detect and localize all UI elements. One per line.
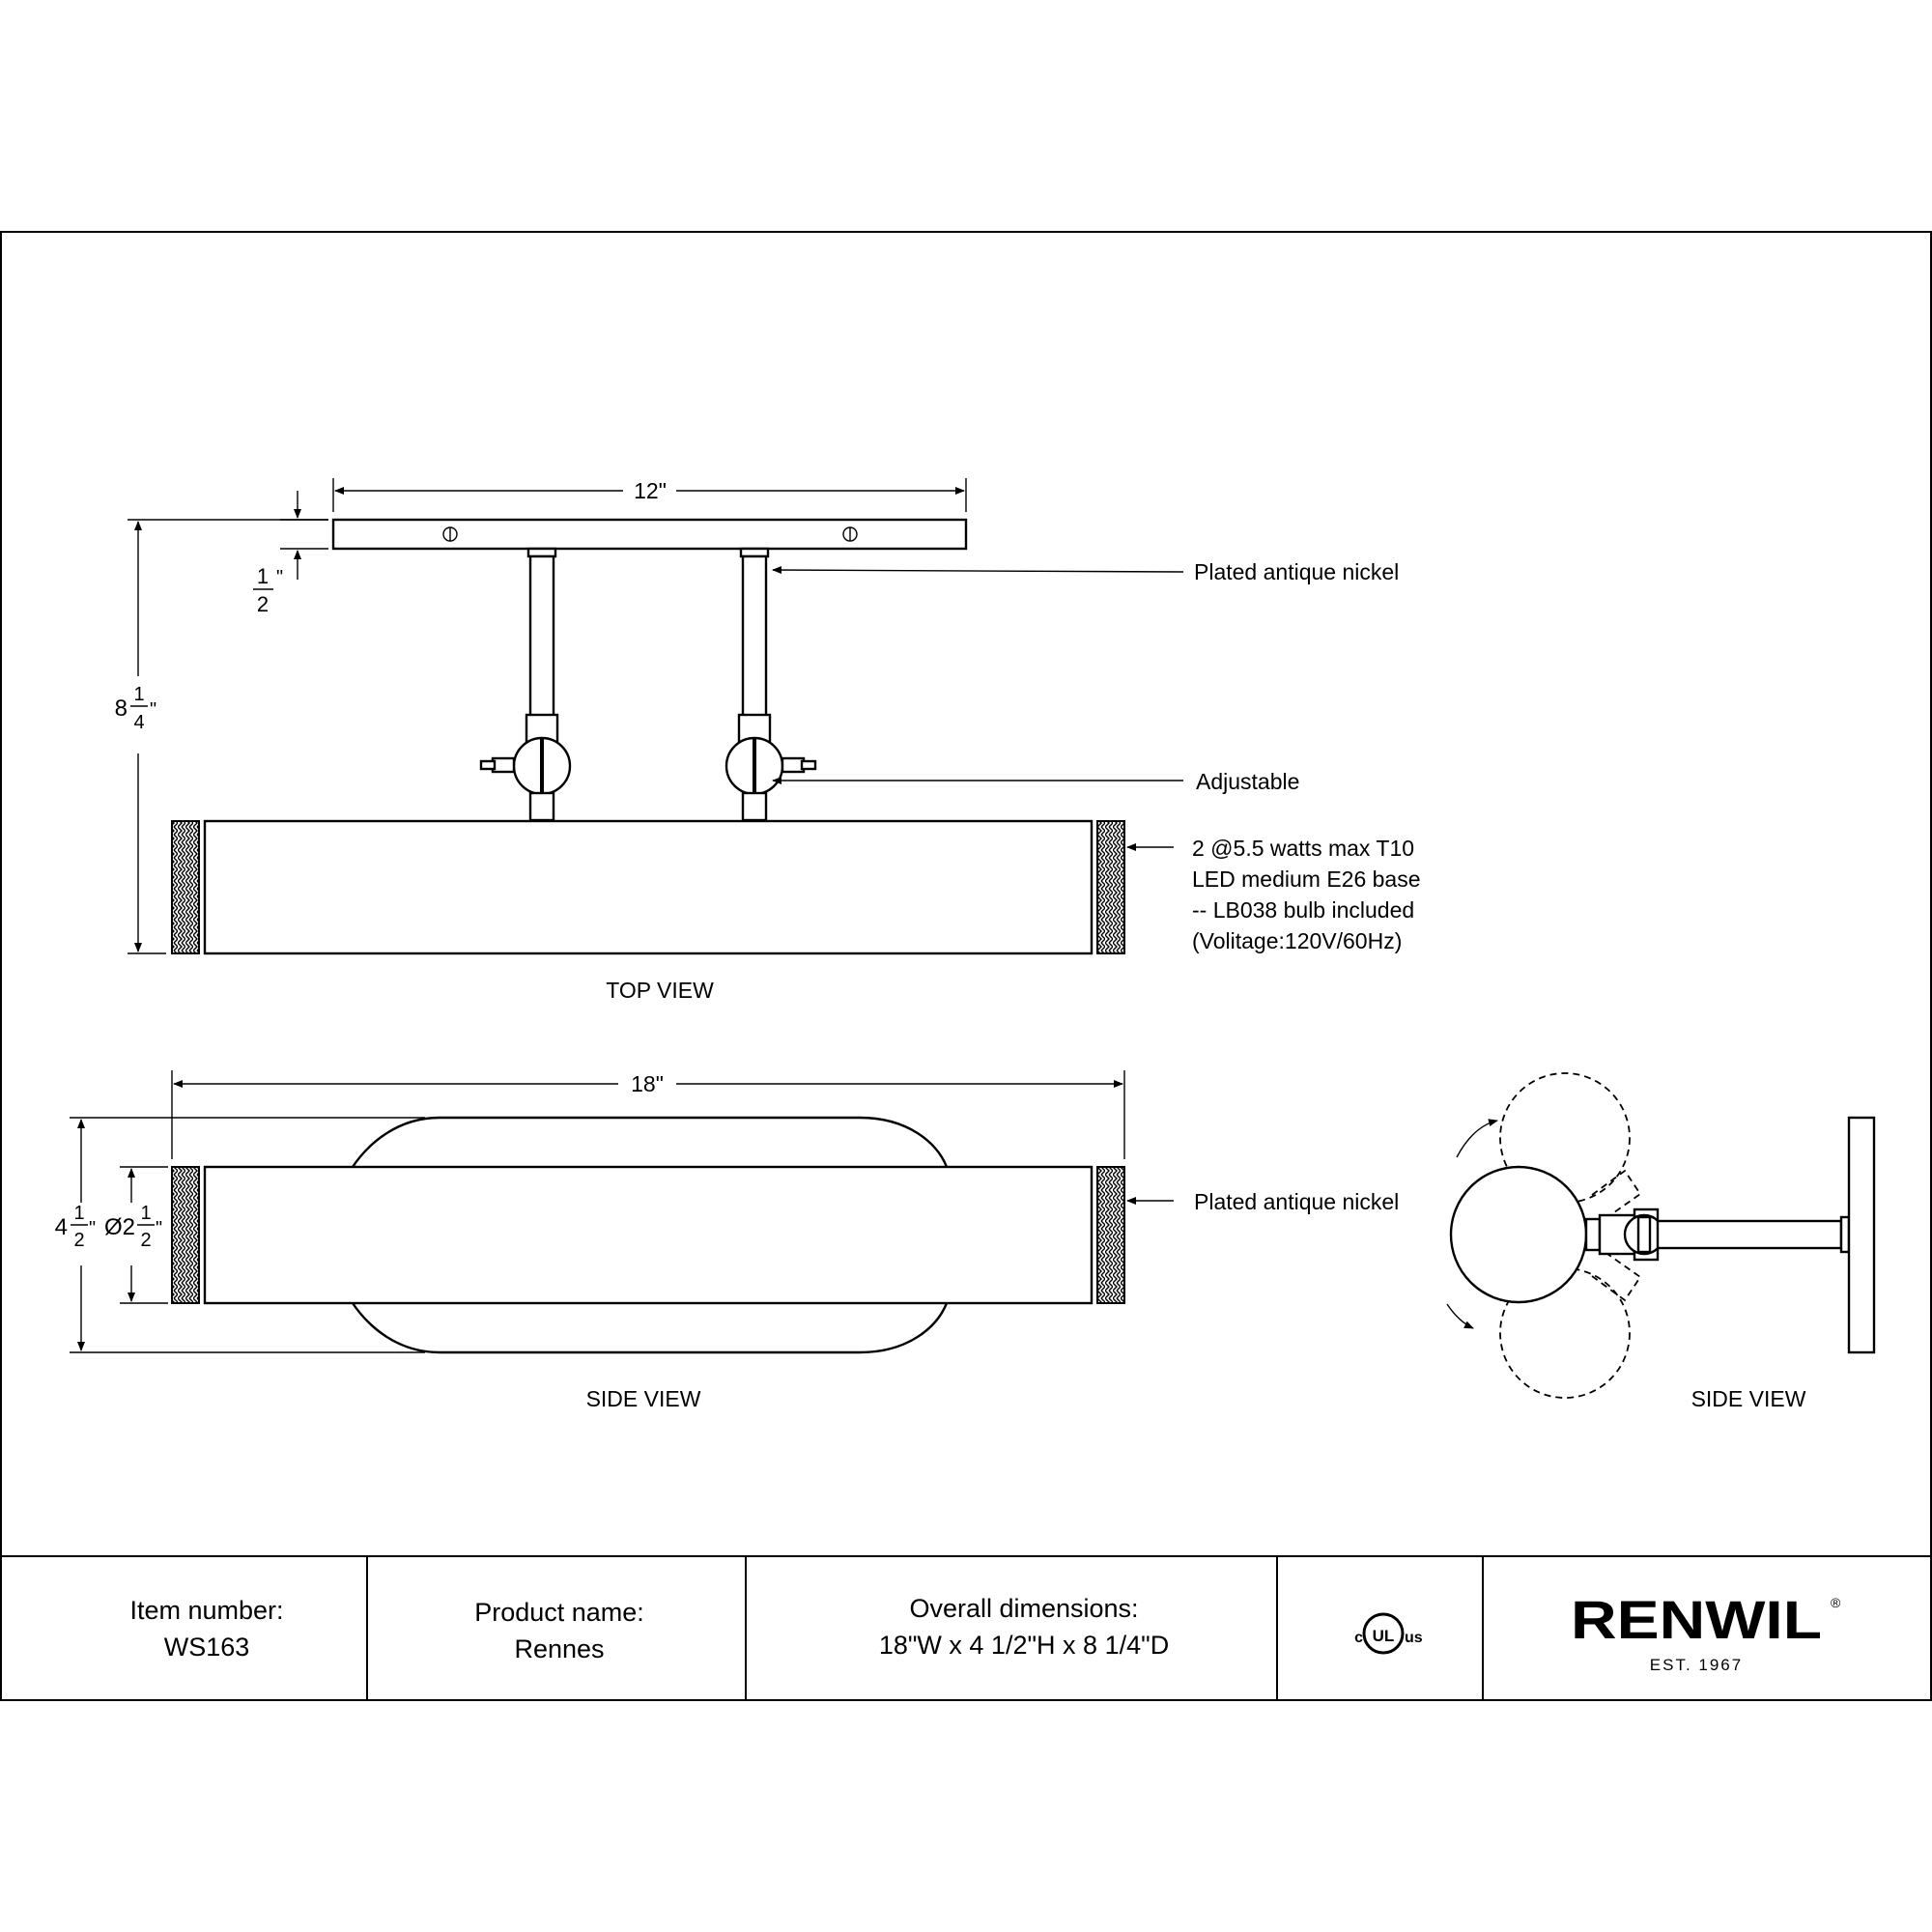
knurled-end-cap [1096, 1166, 1125, 1304]
side-view-profile [1446, 1072, 1876, 1399]
side-view-profile-caption: SIDE VIEW [1691, 1386, 1806, 1411]
shade-body [203, 1165, 1094, 1305]
mounting-screw-icon [442, 526, 458, 542]
reflector-bottom [352, 1302, 949, 1354]
inch-mark: " [276, 567, 283, 588]
top-view [128, 478, 1184, 955]
shade-profile [1449, 1165, 1588, 1304]
cul-us-certification-icon: c UL us [1354, 1612, 1423, 1655]
depth-dimension-numerator: 1 [133, 684, 144, 705]
adjustable-callout: Adjustable [1196, 769, 1299, 794]
plate-thickness-numerator: 1 [257, 564, 269, 588]
inch-mark: " [156, 1218, 162, 1239]
inch-mark: " [150, 699, 156, 721]
reflector-top [352, 1116, 949, 1168]
wall-plate-profile [1847, 1116, 1876, 1354]
knurled-end-cap [171, 820, 200, 954]
diameter-dimension-numerator: 1 [140, 1203, 151, 1224]
wall-plate [331, 518, 968, 551]
item-number-label: Item number: [129, 1596, 283, 1625]
rotated-shade-up [1499, 1072, 1631, 1204]
knurled-end-cap [1096, 820, 1125, 954]
rotation-arrow-down [1446, 1303, 1474, 1329]
bulb-callout-line: 2 @5.5 watts max T10 [1192, 836, 1414, 861]
mounting-screw-icon [842, 526, 858, 542]
shade-body [203, 819, 1094, 955]
depth-dimension-denominator: 4 [133, 712, 144, 733]
top-view-caption: TOP VIEW [606, 978, 714, 1003]
diameter-dimension-denominator: 2 [140, 1230, 151, 1251]
diameter-dimension-prefix: Ø2 [104, 1214, 135, 1240]
knurled-end-cap [171, 1166, 200, 1304]
height-dimension-whole: 4 [55, 1214, 68, 1240]
cert-us: us [1405, 1630, 1423, 1646]
left-arm [479, 547, 572, 822]
bulb-callout-line: LED medium E26 base [1192, 867, 1421, 892]
overall-dimensions-value: 18"W x 4 1/2"H x 8 1/4"D [879, 1631, 1169, 1660]
bulb-callout-line: -- LB038 bulb included [1192, 897, 1414, 923]
side-view [70, 1070, 1174, 1354]
product-name-label: Product name: [474, 1598, 644, 1627]
item-number-value: WS163 [164, 1633, 250, 1662]
side-view-width-dimension: 18" [631, 1071, 664, 1096]
height-dimension-numerator: 1 [73, 1203, 84, 1224]
overall-dimensions-label: Overall dimensions: [909, 1594, 1138, 1623]
depth-dimension-whole: 8 [115, 696, 128, 722]
arm-stem [1656, 1219, 1843, 1250]
finish-callout: Plated antique nickel [1194, 559, 1399, 584]
inch-mark: " [89, 1218, 96, 1239]
height-dimension-denominator: 2 [73, 1230, 84, 1251]
top-view-width-dimension: 12" [634, 478, 667, 503]
right-arm [724, 547, 817, 822]
cert-ul: UL [1373, 1627, 1395, 1645]
side-finish-callout: Plated antique nickel [1194, 1189, 1399, 1214]
sheet-border [0, 231, 1932, 1701]
plate-thickness-denominator: 2 [257, 592, 269, 616]
rotation-arrow-up [1456, 1119, 1498, 1158]
product-name-value: Rennes [514, 1634, 604, 1663]
brand-established: EST. 1967 [1650, 1656, 1743, 1674]
brand-logo: RENWIL [1571, 1589, 1822, 1650]
brand-registered-mark: ® [1831, 1595, 1841, 1610]
bulb-callout-line: (Volitage:120V/60Hz) [1192, 928, 1402, 953]
cert-c: c [1354, 1630, 1363, 1646]
side-view-caption: SIDE VIEW [586, 1386, 701, 1411]
